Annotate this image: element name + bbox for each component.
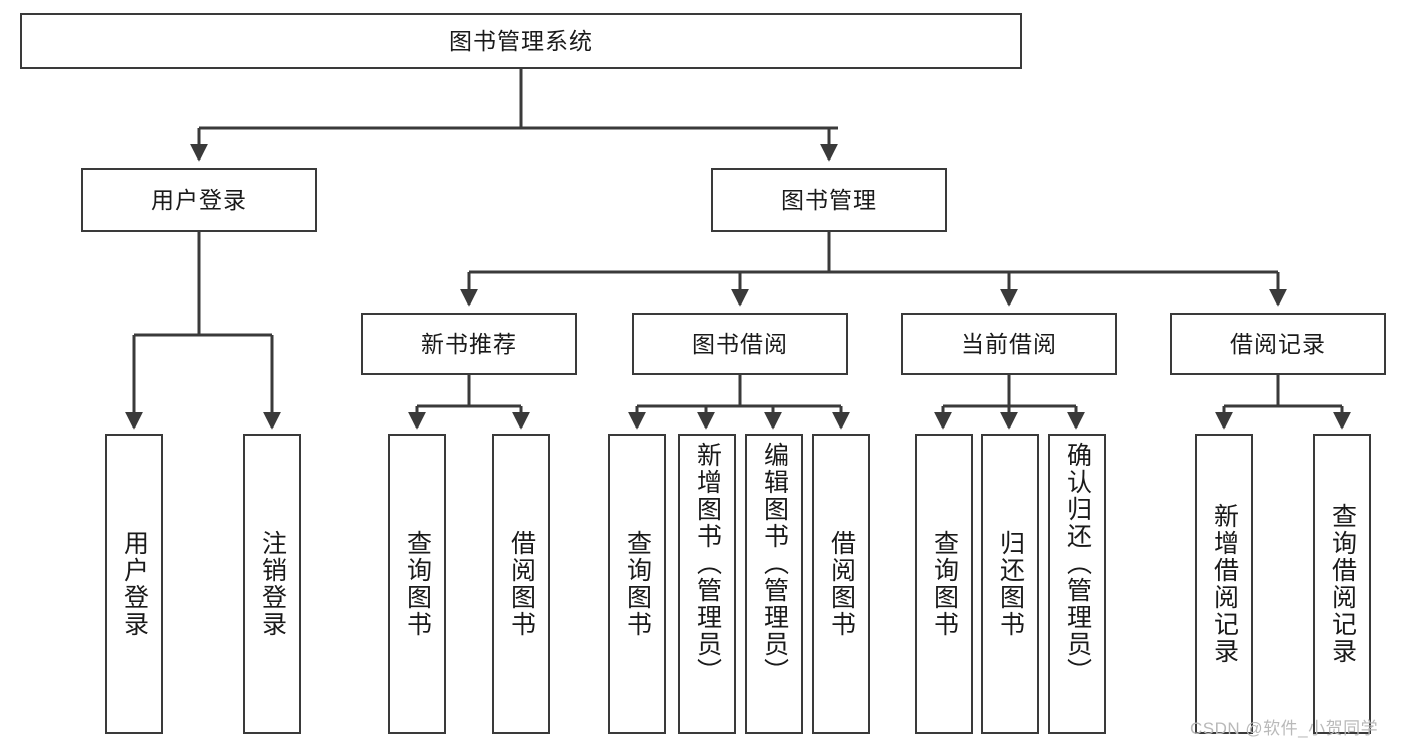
node-label: 当前借阅: [961, 330, 1057, 357]
leaf-add-borrow-record[interactable]: 新增借阅记录: [1195, 434, 1253, 734]
node-label: 注销登录: [258, 530, 287, 638]
node-label: 归还图书: [996, 530, 1025, 638]
leaf-query-book-borrow[interactable]: 查询图书: [608, 434, 666, 734]
node-label: 借阅记录: [1230, 330, 1326, 357]
node-label: 用户登录: [151, 186, 247, 213]
leaf-add-book-admin[interactable]: 新增图书（管理员）: [678, 434, 736, 734]
node-current-borrow[interactable]: 当前借阅: [901, 313, 1117, 375]
leaf-edit-book-admin[interactable]: 编辑图书（管理员）: [745, 434, 803, 734]
node-label: 借阅图书: [827, 530, 856, 638]
node-label: 查询图书: [403, 530, 432, 638]
node-label: 查询借阅记录: [1328, 503, 1357, 665]
leaf-borrow-book-recommend[interactable]: 借阅图书: [492, 434, 550, 734]
node-label: 编辑图书（管理员）: [760, 442, 789, 685]
leaf-query-book-current[interactable]: 查询图书: [915, 434, 973, 734]
node-label: 图书借阅: [692, 330, 788, 357]
node-new-book-recommend[interactable]: 新书推荐: [361, 313, 577, 375]
leaf-user-login[interactable]: 用户登录: [105, 434, 163, 734]
leaf-confirm-return-admin[interactable]: 确认归还（管理员）: [1048, 434, 1106, 734]
leaf-query-borrow-record[interactable]: 查询借阅记录: [1313, 434, 1371, 734]
node-book-borrow[interactable]: 图书借阅: [632, 313, 848, 375]
node-borrow-record[interactable]: 借阅记录: [1170, 313, 1386, 375]
leaf-borrow-book[interactable]: 借阅图书: [812, 434, 870, 734]
node-root-system[interactable]: 图书管理系统: [20, 13, 1022, 69]
leaf-query-book-recommend[interactable]: 查询图书: [388, 434, 446, 734]
node-label: 图书管理系统: [449, 27, 593, 54]
node-label: 用户登录: [120, 530, 149, 638]
node-label: 新增图书（管理员）: [693, 442, 722, 685]
csdn-watermark: CSDN @软件_小贺同学: [1190, 719, 1379, 738]
leaf-logout-login[interactable]: 注销登录: [243, 434, 301, 734]
node-label: 新增借阅记录: [1210, 503, 1239, 665]
node-label: 查询图书: [623, 530, 652, 638]
node-label: 确认归还（管理员）: [1063, 442, 1092, 685]
node-label: 查询图书: [930, 530, 959, 638]
node-user-login[interactable]: 用户登录: [81, 168, 317, 232]
node-label: 新书推荐: [421, 330, 517, 357]
node-label: 图书管理: [781, 186, 877, 213]
node-label: 借阅图书: [507, 530, 536, 638]
node-book-manage[interactable]: 图书管理: [711, 168, 947, 232]
leaf-return-book[interactable]: 归还图书: [981, 434, 1039, 734]
